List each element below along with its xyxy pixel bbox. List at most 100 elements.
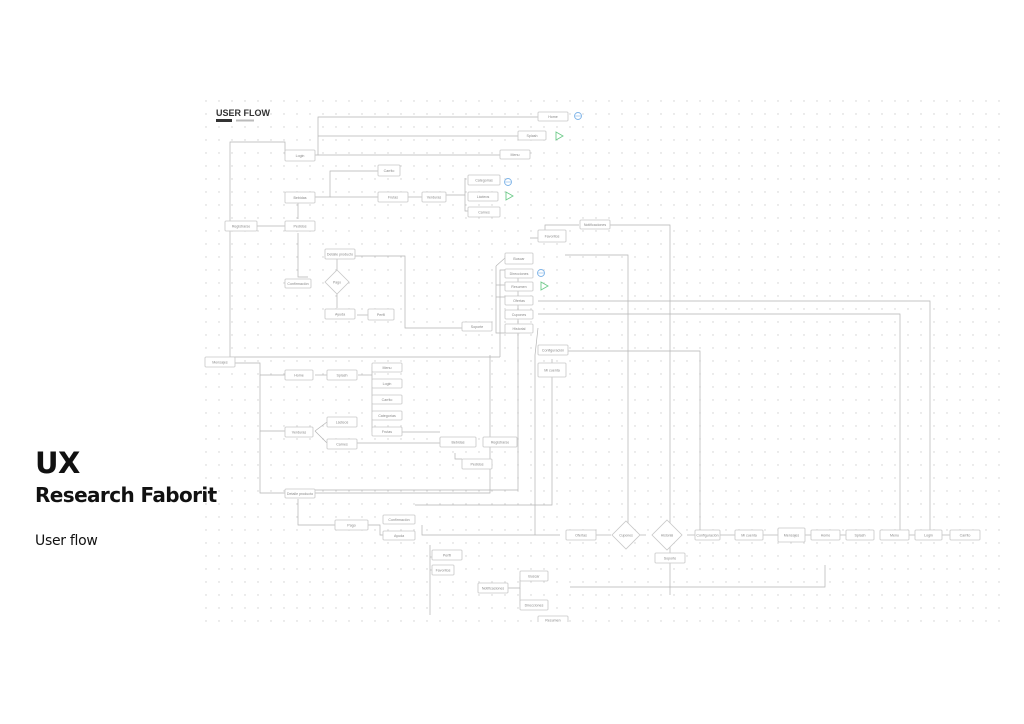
flow-node: Splash (517, 130, 547, 141)
flow-node: Login (371, 378, 403, 389)
flow-node-label: Mensajes (784, 534, 800, 538)
flow-node-label: Lácteos (336, 421, 349, 425)
flow-node-label: Carrito (382, 398, 393, 402)
flow-node: Carrito (377, 164, 401, 177)
diagram-title: USER FLOW (216, 108, 271, 118)
decision-label: Cupones (619, 534, 633, 538)
flow-node-label: Splash (855, 534, 866, 538)
flow-node: Confirmación (284, 278, 312, 289)
decision-label: Pago (333, 281, 341, 285)
flow-node-label: Splash (337, 374, 348, 378)
flow-node-label: Menu (383, 366, 392, 370)
flow-node-label: Mi cuenta (741, 534, 757, 538)
flow-node: Home (810, 529, 841, 541)
flow-node: Mensajes (204, 356, 236, 368)
flow-node-label: Menu (511, 153, 520, 157)
flow-node: Buscar (519, 570, 549, 582)
flow-connector (464, 195, 468, 212)
flow-connector (229, 141, 286, 357)
flow-node-label: Resumen (545, 619, 560, 623)
flow-node: Mensajes (777, 527, 806, 543)
flow-node: Mi cuenta (537, 362, 567, 378)
globe-icon (504, 178, 512, 186)
flow-node: Categorías (467, 174, 501, 186)
flow-connector (314, 421, 328, 432)
flow-node: Perfil (431, 549, 463, 561)
flow-node-label: Ofertas (513, 299, 525, 303)
globe-icon (537, 269, 545, 277)
flow-node-label: Perfil (377, 313, 385, 317)
flow-node: Splash (845, 529, 875, 541)
flow-node: Mi cuenta (734, 529, 764, 541)
flow-node: Frutas (377, 191, 409, 203)
flow-node: Resumen (537, 615, 569, 623)
flow-node-label: Ayuda (394, 534, 404, 538)
flow-node-label: Buscar (528, 575, 540, 579)
flow-node: Notificaciones (477, 582, 509, 594)
flow-node-label: Verduras (427, 196, 442, 200)
flow-node-label: Carrito (960, 534, 971, 538)
flow-node: Detalle producto (324, 248, 356, 260)
flow-connector (314, 430, 328, 444)
play-icon (505, 191, 514, 201)
flow-connector (600, 224, 671, 595)
flow-node: Historial (504, 323, 534, 334)
flow-node-label: Direcciones (525, 604, 544, 608)
flow-connector (421, 525, 560, 536)
flow-node: Direcciones (504, 268, 534, 279)
flow-node: Menu (499, 149, 531, 160)
flow-node: Perfil (367, 308, 395, 321)
flow-node-label: Carrito (384, 169, 395, 173)
flow-node-label: Configuración (696, 534, 718, 538)
flow-node-label: Notificaciones (482, 587, 505, 591)
flow-node: Soporte (461, 321, 493, 332)
flow-node-label: Buscar (513, 257, 525, 261)
flow-node-label: Soporte (471, 325, 484, 329)
page-title: UX (35, 446, 80, 480)
flow-node-label: Historial (513, 327, 526, 331)
flow-node-label: Login (383, 382, 392, 386)
flow-connector (315, 275, 519, 491)
flow-node-label: Registrarse (232, 225, 250, 229)
flow-node: Buscar (504, 252, 534, 265)
flow-node-label: Perfil (443, 554, 451, 558)
flow-node: Pago (334, 519, 369, 531)
flow-node: Favoritos (431, 564, 455, 576)
flow-node: Ofertas (504, 295, 534, 306)
flow-node: Lácteos (326, 416, 358, 428)
flow-node: Ayuda (382, 530, 416, 541)
flow-node-label: Frutas (382, 430, 392, 434)
diagram-title-bar (216, 119, 232, 122)
flow-node: Frutas (371, 426, 403, 437)
flow-node-label: Lácteos (477, 195, 490, 199)
flow-node-label: Menu (890, 534, 899, 538)
flow-connector (230, 362, 285, 376)
flow-node-label: Soporte (664, 557, 677, 561)
flow-connector (315, 355, 491, 494)
flow-node: Login (284, 149, 316, 162)
flow-node-label: Favoritos (436, 569, 451, 573)
flow-node-label: Favoritos (545, 235, 560, 239)
flow-node-label: Carnes (478, 211, 490, 215)
title-block: UX Research Faborit User flow (35, 446, 217, 550)
flow-node-label: Home (821, 534, 831, 538)
flow-node: Pedidos (461, 458, 493, 470)
flow-node-label: Ofertas (575, 534, 587, 538)
user-flow-canvas: USER FLOW HomeSplashMenuLoginCarritoCate… (200, 95, 1000, 622)
flow-node-label: Ayuda (335, 313, 345, 317)
flow-node: Confirmación (382, 514, 416, 525)
flow-node-label: Frutas (388, 196, 398, 200)
flow-node-label: Home (548, 115, 558, 119)
flow-node-label: Pedidos (471, 463, 484, 467)
flow-node: Cupones (504, 309, 534, 320)
play-icon (555, 131, 564, 141)
decision-node: Pago (324, 269, 350, 295)
flow-node: Configuración (694, 529, 721, 541)
decision-node: Historial (651, 519, 683, 551)
flow-node-label: Login (924, 534, 933, 538)
flow-node: Ofertas (565, 529, 597, 541)
flow-node: Soporte (654, 552, 686, 564)
flow-node-label: Mensajes (212, 361, 228, 365)
flow-node: Notificaciones (579, 219, 611, 230)
flow-connector (538, 313, 901, 535)
